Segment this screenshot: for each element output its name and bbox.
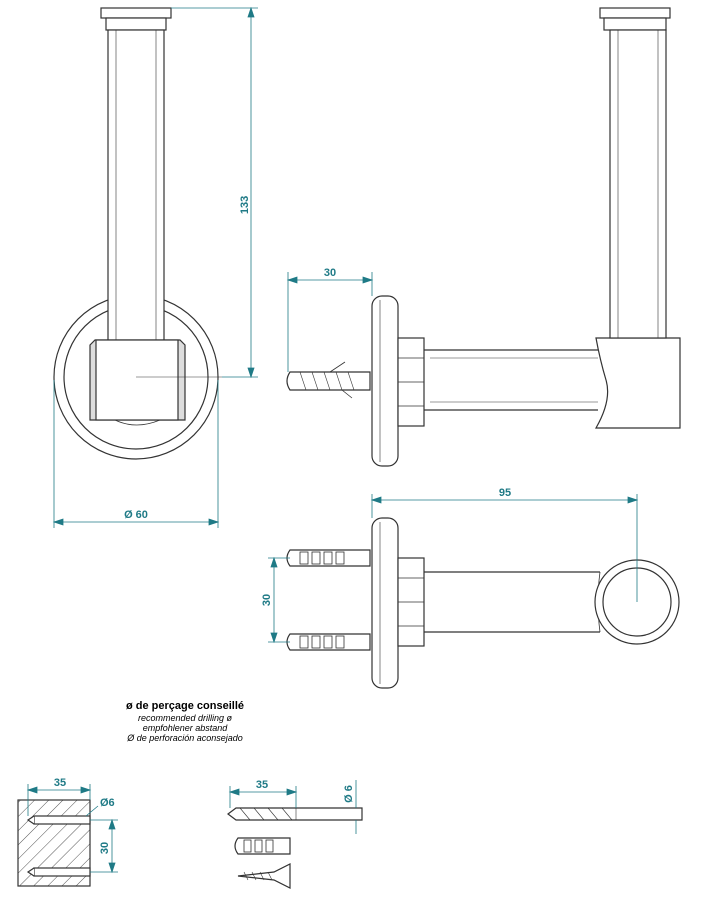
detail-spacing-dimension: 30 — [99, 842, 111, 854]
elbow-block — [95, 339, 179, 421]
caption-title: ø de perçage conseillé — [126, 700, 244, 712]
drilling-detail — [17, 799, 91, 887]
fixing-spacing-dimension: 30 — [261, 594, 273, 606]
side-elbow — [594, 337, 681, 429]
side-dimensions — [286, 272, 374, 372]
screw-part — [237, 863, 291, 889]
detail-hole-dimension: Ø6 — [100, 797, 115, 809]
drill-diameter-dimension: Ø 6 — [343, 785, 355, 803]
side-wall-plug — [286, 371, 371, 391]
top-wall-plug-1 — [286, 549, 371, 567]
drilling-caption: ø de perçage conseillé recommended drill… — [100, 700, 270, 743]
top-cap — [100, 7, 172, 19]
projection-dimension: 95 — [499, 487, 511, 499]
side-view — [286, 7, 681, 467]
wall-plug-part — [234, 837, 291, 855]
vertical-tube — [107, 29, 165, 343]
detail-dimensions — [26, 784, 118, 874]
front-view — [53, 7, 222, 460]
detail-width-dimension: 35 — [54, 777, 66, 789]
top-view — [286, 517, 680, 689]
base-diameter-dimension: Ø 60 — [124, 509, 148, 521]
caption-english: recommended drilling ø — [137, 713, 233, 723]
top-dimensions — [268, 494, 639, 644]
caption-spanish: Ø de perforación aconsejado — [127, 733, 243, 743]
side-vertical-tube — [609, 29, 667, 339]
plug-depth-dimension: 30 — [324, 267, 336, 279]
height-dimension: 133 — [239, 196, 251, 214]
wall-plate — [371, 295, 399, 467]
drill-dimensions — [228, 780, 357, 834]
drill-length-dimension: 35 — [256, 779, 268, 791]
top-wall-plate — [371, 517, 399, 689]
top-wall-plug-2 — [286, 633, 371, 651]
front-dimensions — [52, 6, 258, 528]
drill-bit — [227, 807, 363, 821]
caption-german: empfohlener abstand — [142, 723, 228, 733]
